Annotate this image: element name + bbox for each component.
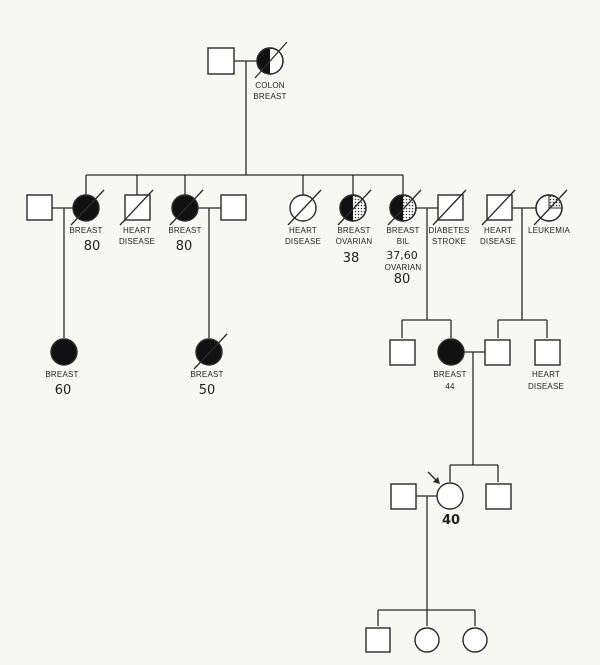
aunt3-label-1: HEART: [289, 226, 317, 235]
grandmother-maternal-extra-label: OVARIAN: [385, 263, 422, 272]
generation-3: BREAST 60 BREAST 50 BREAST 44 HEART DISE…: [45, 333, 564, 398]
relationship-lines: [52, 60, 548, 626]
aunt4-label-1: BREAST: [337, 226, 370, 235]
grandfather-maternal-label-2: STROKE: [432, 237, 466, 246]
husband-of-aunt2-symbol: [220, 194, 247, 221]
grandfather-paternal-symbol: [481, 189, 516, 226]
cousin1-symbol: [50, 338, 78, 366]
proband-symbol: [436, 482, 464, 510]
grandmother-label-2: BREAST: [253, 92, 286, 101]
cousin2-symbol: [193, 333, 228, 370]
grandmother-paternal-symbol: [533, 189, 568, 226]
aunt3-label-2: DISEASE: [285, 237, 321, 246]
father-symbol: [484, 339, 511, 366]
aunt4-symbol: [337, 189, 372, 226]
grandmother-maternal-label-2: BIL: [397, 237, 410, 246]
mother-age: 44: [445, 382, 455, 391]
aunt2-age: 80: [176, 239, 193, 254]
generation-5: [365, 627, 488, 653]
aunt1-symbol: [70, 189, 105, 226]
paternal-uncle-label-1: HEART: [532, 370, 560, 379]
grandfather-paternal-label-2: DISEASE: [480, 237, 516, 246]
aunt4-age: 38: [343, 251, 360, 266]
grandfather-maternal-symbol: [432, 189, 467, 226]
aunt1-label: BREAST: [69, 226, 102, 235]
maternal-uncle-symbol: [389, 339, 416, 366]
grandmother-paternal-label: LEUKEMIA: [528, 226, 571, 235]
brother-symbol: [485, 483, 512, 510]
aunt2-symbol: [169, 189, 204, 226]
cousin2-age: 50: [199, 383, 216, 398]
child-son-symbol: [365, 627, 391, 653]
grandmother-symbol: [254, 41, 288, 79]
grandmother-label-1: COLON: [255, 81, 284, 90]
grandfather-maternal-label-1: DIABETES: [428, 226, 469, 235]
generation-4: 40: [390, 471, 512, 528]
generation-2: BREAST 80 HEART DISEASE BREAST 80 HEART …: [26, 189, 571, 287]
uncle1-label-1: HEART: [123, 226, 151, 235]
paternal-uncle-label-2: DISEASE: [528, 382, 564, 391]
grandmother-maternal-label-1: BREAST: [386, 226, 419, 235]
proband-arrow: [427, 471, 440, 484]
child-daughter2-symbol: [462, 627, 488, 653]
uncle1-label-2: DISEASE: [119, 237, 155, 246]
cousin1-age: 60: [55, 383, 72, 398]
husband-of-aunt1-symbol: [26, 194, 53, 221]
child-daughter1-symbol: [414, 627, 440, 653]
spouse-symbol: [390, 483, 417, 510]
aunt4-label-2: OVARIAN: [336, 237, 373, 246]
generation-1: COLON BREAST: [207, 41, 288, 101]
paternal-uncle-symbol: [534, 339, 561, 366]
aunt2-label: BREAST: [168, 226, 201, 235]
cousin1-label: BREAST: [45, 370, 78, 379]
grandmother-maternal-extra-age: 80: [394, 272, 411, 287]
aunt1-age: 80: [84, 239, 101, 254]
mother-symbol: [437, 338, 465, 366]
proband-age: 40: [442, 513, 460, 528]
grandfather-paternal-label-1: HEART: [484, 226, 512, 235]
grandmother-maternal-symbol: [387, 189, 422, 226]
uncle1-symbol: [119, 189, 154, 226]
grandmother-maternal-age: 37,60: [386, 249, 418, 262]
aunt3-symbol: [287, 189, 322, 226]
mother-label: BREAST: [433, 370, 466, 379]
grandfather-symbol: [207, 47, 235, 75]
cousin2-label: BREAST: [190, 370, 223, 379]
